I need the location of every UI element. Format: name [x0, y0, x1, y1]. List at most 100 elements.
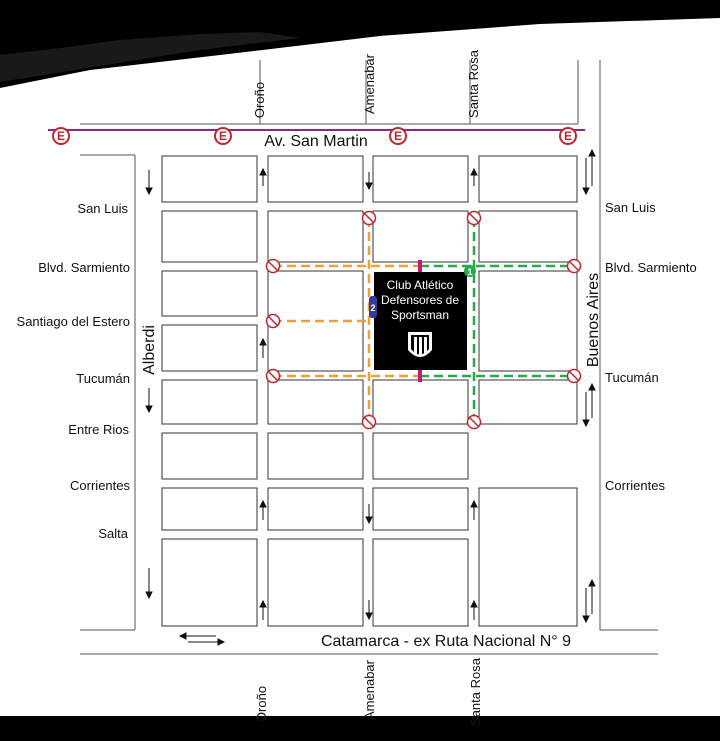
two-way-arrow-icons [178, 148, 596, 646]
shield-icon [408, 332, 432, 357]
amenabar-bottom-label: Amenabar [362, 659, 377, 720]
green-route [420, 218, 574, 422]
one-way-arrow-icon [365, 600, 373, 621]
one-way-arrow-icon [259, 499, 267, 520]
left-street-label: Santiago del Estero [17, 314, 130, 329]
block [372, 487, 469, 531]
one-way-arrow-icon [145, 568, 153, 600]
no-parking-icon [566, 368, 582, 384]
orange-route [273, 218, 420, 422]
access-1-marker[interactable]: 1 [464, 265, 476, 277]
right-street-label: Tucumán [605, 370, 659, 385]
catamarca-label: Catamarca - ex Ruta Nacional N° 9 [321, 633, 571, 650]
block [161, 538, 258, 627]
club-name-line1: Club Atlético [387, 278, 454, 292]
block [478, 379, 578, 425]
two-way-arrow-icon [178, 632, 226, 646]
block [267, 487, 364, 531]
city-blocks [161, 155, 578, 627]
block [478, 155, 578, 203]
entrance-mark [418, 260, 422, 272]
santa-rosa-bottom-label: Santa Rosa [468, 657, 483, 726]
block [161, 432, 258, 480]
block [267, 155, 364, 203]
right-street-label: San Luis [605, 200, 656, 215]
orono-top-label: Oroño [252, 82, 267, 118]
left-street-label: Entre Rios [68, 422, 129, 437]
block [372, 432, 469, 480]
block [372, 379, 469, 425]
left-street-label: San Luis [77, 201, 128, 216]
right-street-label: Corrientes [605, 478, 665, 493]
orono-bottom-label: Oroño [254, 686, 269, 722]
av-san-martin-label: Av. San Martin [264, 133, 367, 150]
block [161, 487, 258, 531]
svg-text:E: E [57, 129, 65, 143]
no-parking-icon [265, 258, 281, 274]
block [161, 379, 258, 425]
road-outlines [80, 60, 658, 655]
left-street-label: Tucumán [76, 371, 130, 386]
svg-text:E: E [564, 129, 572, 143]
one-way-arrow-icon [145, 388, 153, 414]
one-way-arrow-icons [145, 167, 478, 621]
header-band [0, 0, 720, 88]
left-street-label: Salta [98, 526, 128, 541]
left-street-label: Corrientes [70, 478, 130, 493]
right-street-label: Blvd. Sarmiento [605, 260, 697, 275]
header-texture [0, 32, 300, 82]
one-way-arrow-icon [259, 337, 267, 358]
block [161, 155, 258, 203]
svg-text:E: E [394, 129, 402, 143]
alberdi-label: Alberdi [141, 325, 158, 375]
block [478, 487, 578, 627]
block [478, 270, 578, 372]
block [161, 210, 258, 263]
block [267, 379, 364, 425]
parking-sign-icon: E [389, 127, 407, 145]
club-name-line3: Sportsman [391, 308, 449, 322]
parking-sign-icon: E [559, 127, 577, 145]
one-way-arrow-icon [145, 170, 153, 196]
one-way-arrow-icon [259, 599, 267, 620]
one-way-arrow-icon [365, 504, 373, 525]
no-parking-icon [466, 210, 482, 226]
amenabar-top-label: Amenabar [362, 53, 377, 114]
no-parking-icon [361, 210, 377, 226]
one-way-arrow-icon [470, 167, 478, 186]
block [267, 210, 364, 263]
no-parking-icon [265, 368, 281, 384]
block [161, 270, 258, 317]
block [267, 432, 364, 480]
one-way-arrow-icon [470, 499, 478, 520]
no-parking-icon [466, 414, 482, 430]
buenos-aires-label: Buenos Aires [585, 273, 602, 367]
no-parking-icons [265, 210, 582, 430]
block [161, 324, 258, 372]
parking-sign-icon: E [214, 127, 232, 145]
footer-band [0, 716, 720, 741]
entrance-mark [418, 370, 422, 382]
svg-text:2: 2 [370, 303, 375, 313]
parking-sign-icon: E [52, 127, 70, 145]
one-way-arrow-icon [365, 172, 373, 191]
two-way-arrow-icon [582, 382, 596, 428]
two-way-arrow-icon [582, 148, 596, 196]
left-street-label: Blvd. Sarmiento [38, 260, 130, 275]
svg-text:E: E [219, 129, 227, 143]
no-parking-icon [566, 258, 582, 274]
one-way-arrow-icon [259, 167, 267, 186]
svg-text:1: 1 [467, 267, 472, 277]
block [267, 538, 364, 627]
block [372, 210, 469, 263]
club-name-line2: Defensores de [381, 293, 459, 307]
no-parking-icon [265, 313, 281, 329]
access-2-marker[interactable]: 2 [369, 296, 377, 318]
block [478, 210, 578, 263]
no-parking-icon [361, 414, 377, 430]
two-way-arrow-icon [582, 578, 596, 624]
block [372, 538, 469, 627]
block [372, 155, 469, 203]
santa-rosa-top-label: Santa Rosa [466, 49, 481, 118]
